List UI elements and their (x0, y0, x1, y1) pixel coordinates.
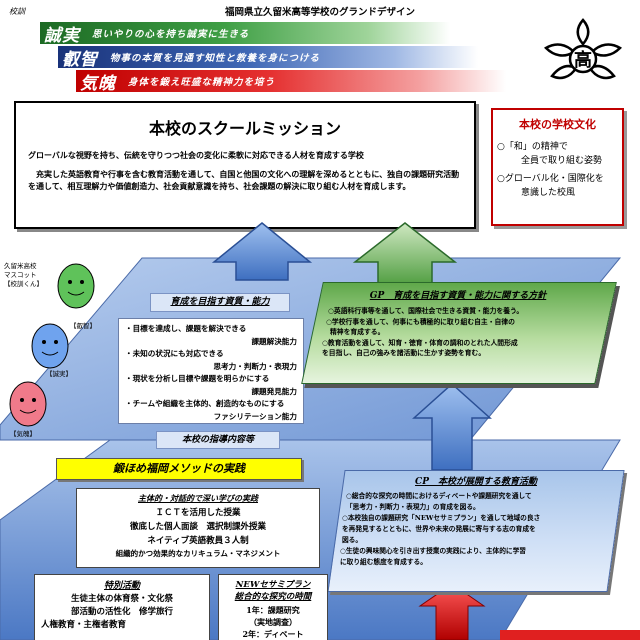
mascot-group (9, 263, 95, 427)
motto-name: 誠実 (44, 25, 80, 46)
method-card: 主体的・対話的で深い学びの実践 ＩＣＴを活用した授業 徹底した個人面談 選択制課… (76, 488, 320, 568)
mission-title: 本校のスクールミッション (148, 119, 341, 138)
culture-item-line: 全員で取り組む姿勢 (521, 156, 603, 166)
ability-line: ・チームや組織を主体的、創造的なものにする (125, 399, 285, 408)
mascot-tag-kihaku: 【気魄】 (10, 430, 36, 438)
cp-content: CP 本校が展開する教育活動 ○総合的な探究の時間におけるディベートや課題研究を… (340, 474, 612, 568)
culture-item-line: ○「和」の精神で (497, 142, 568, 152)
school-crest-icon: 高 (543, 18, 623, 80)
gp-line: を目指し、自己の強みを諸活動に生かす姿勢を育む。 (322, 349, 486, 357)
motto-desc: 思いやりの心を持ち誠実に生きる (92, 29, 250, 40)
cp-title: CP 本校が展開する教育活動 (415, 477, 537, 487)
special-line: 生徒主体の体育祭・文化祭 (70, 594, 173, 604)
school-mission-box: 本校のスクールミッション グローバルな視野を持ち、伝統を守りつつ社会の変化に柔軟… (14, 101, 476, 229)
method-line: ネイティブ英語教員３人制 (147, 535, 249, 546)
motto-desc: 物事の本質を見通す知性と教養を身につける (110, 53, 321, 64)
abilities-title: 育成を目指す資質・能力 (150, 293, 290, 312)
motto-desc: 身体を鍛え旺盛な精神力を培う (128, 77, 276, 88)
sesame-title: NEWセサミプラン (235, 580, 311, 590)
mascot-green-icon (57, 263, 95, 309)
cp-line: 図る。 (342, 536, 363, 544)
ability-name: ファシリテーション能力 (213, 411, 297, 421)
special-title: 特別活動 (103, 581, 140, 591)
motto-bar-eichi: 叡智 物事の本質を見通す知性と教養を身につける (58, 46, 478, 70)
method-subtitle: 主体的・対話的で深い学びの実践 (138, 493, 258, 503)
abilities-card: ・目標を達成し、課題を解決できる 課題解決能力 ・未知の状況にも対応できる 思考… (118, 318, 304, 424)
crest-glyph: 高 (574, 49, 592, 71)
mascot-blue-icon (31, 323, 69, 369)
mission-summary: グローバルな視野を持ち、伝統を守りつつ社会の変化に柔軟に対応できる人材を育成する… (28, 150, 364, 160)
ability-line: ・現状を分析し目標や課題を明らかにする (125, 374, 270, 383)
guidance-title: 本校の指導内容等 (156, 431, 280, 449)
mascot-label: 久留米高校 マスコット 【校訓くん】 (4, 262, 43, 288)
culture-item: ○「和」の精神で 全員で取り組む姿勢 (497, 140, 618, 168)
sesame-line: （実地調査） (249, 617, 297, 627)
motto-bar-kihaku: 気魄 身体を鍛え旺盛な精神力を培う (76, 70, 506, 94)
up-arrow-red-icon (418, 583, 486, 640)
motto-name: 気魄 (80, 73, 116, 94)
cp-line: ○本校独自の課題研究「NEWセサミプラン」を通して地域の良さ (342, 514, 541, 522)
up-arrow-blue-icon (211, 222, 313, 281)
cp-line: ○生徒の興味関心を引き出す授業の実践により、主体的に学習 (340, 547, 526, 555)
sesame-plan-card: NEWセサミプラン 総合的な探究の時間 1年：課題研究 （実地調査） 2年：ディ… (218, 574, 328, 640)
gp-line: ○教育活動を通して、知育・徳育・体育の調和のとれた人間形成 (322, 338, 518, 347)
method-line: 徹底した個人面談 選択制課外授業 (129, 521, 266, 532)
motto-name: 叡智 (62, 49, 98, 70)
method-line: 組織的かつ効果的なカリキュラム・マネジメント (115, 548, 281, 558)
gp-title: GP 育成を目指す資質・能力に関する方針 (369, 291, 547, 301)
special-line: 人権教育・主権者教育 (41, 620, 127, 630)
special-line: 部活動の活性化 修学旅行 (70, 607, 173, 617)
gp-line: ○学校行事を通して、何事にも積極的に取り組む自主・自律の (326, 317, 515, 326)
culture-item-line: ○グローバル化・国際化を (497, 174, 604, 184)
ability-name: 思考力・判断力・表現力 (213, 361, 297, 371)
page-title: 福岡県立久留米高等学校のグランドデザイン (224, 7, 415, 18)
method-title: 鍛ほめ福岡メソッドの実践 (56, 458, 302, 480)
cp-line: 「思考力・判断力・表現力」の育成を図る。 (346, 503, 480, 511)
culture-title: 本校の学校文化 (519, 118, 596, 131)
ability-line: ・未知の状況にも対応できる (125, 349, 224, 358)
school-culture-box: 本校の学校文化 ○「和」の精神で 全員で取り組む姿勢 ○グローバル化・国際化を … (491, 108, 624, 226)
sesame-subtitle: 総合的な探究の時間 (234, 592, 312, 602)
ability-name: 課題発見能力 (251, 386, 297, 396)
mascot-tag-seijitsu: 【誠実】 (46, 370, 72, 378)
sesame-line: 2年：ディベート (242, 629, 304, 639)
ability-line: ・目標を達成し、課題を解決できる (125, 324, 247, 333)
culture-item: ○グローバル化・国際化を 意識した校風 (497, 172, 618, 200)
cp-line: を再発見するとともに、世界や未来の発展に寄与する志の育成を (342, 525, 536, 533)
bottom-red-bar (500, 630, 640, 640)
mascot-tag-eichi: 【叡智】 (70, 322, 96, 330)
special-activities-card: 特別活動 生徒主体の体育祭・文化祭 部活動の活性化 修学旅行 人権教育・主権者教… (34, 574, 210, 640)
motto-label: 校訓 (9, 7, 25, 16)
cp-line: に取り組む態度を育成する。 (340, 558, 427, 566)
motto-bar-seijitsu: 誠実 思いやりの心を持ち誠実に生きる (40, 22, 450, 46)
gp-line: 精神を育成する。 (330, 328, 385, 336)
sesame-line: 1年：課題研究 (246, 605, 300, 615)
cp-line: ○総合的な探究の時間におけるディベートや課題研究を通して (346, 492, 532, 500)
culture-item-line: 意識した校風 (521, 188, 576, 198)
ability-name: 課題解決能力 (251, 336, 297, 346)
gp-line: ○英語科行事等を通して、国際社会で生きる資質・能力を養う。 (328, 307, 524, 315)
gp-content: GP 育成を目指す資質・能力に関する方針 ○英語科行事等を通して、国際社会で生き… (318, 288, 598, 359)
mascot-red-icon (9, 381, 47, 427)
method-line: ＩＣＴを活用した授業 (155, 507, 241, 518)
mission-detail: 充実した英語教育や行事を含む教育活動を通して、自国と他国の文化への理解を深めると… (28, 169, 460, 191)
